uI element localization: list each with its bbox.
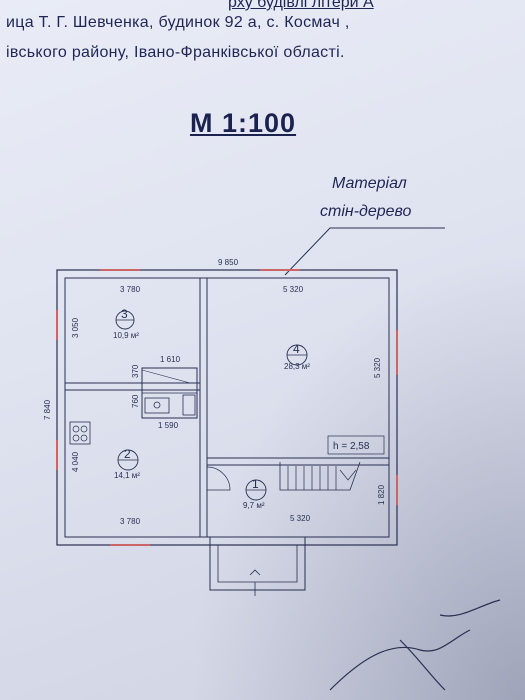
room-area: 14,1 м² <box>114 471 140 480</box>
region-line: івського району, Івано-Франківської обла… <box>6 44 345 61</box>
room-number: 3 <box>121 307 128 321</box>
room-area: 9,7 м² <box>243 501 265 510</box>
dim-room4-width: 5 320 <box>283 285 304 294</box>
material-label: Матеріал <box>332 175 407 192</box>
dim-1590: 1 590 <box>158 421 179 430</box>
entrance-porch <box>209 537 306 596</box>
ceiling-height: h = 2,58 <box>333 441 370 452</box>
dim-total-height: 7 840 <box>43 399 52 420</box>
room-number: 2 <box>124 447 131 461</box>
header-title-fragment: рху будівлі літери А <box>228 0 374 11</box>
door-swing <box>206 466 231 491</box>
dim-room2-width: 3 780 <box>120 517 141 526</box>
room-marker-2: 2 14,1 м² <box>114 447 140 480</box>
material-leader-line <box>284 227 445 276</box>
dim-room3-width: 3 780 <box>120 285 141 294</box>
signature <box>329 599 501 691</box>
room-marker-1: 1 9,7 м² <box>243 477 267 510</box>
dim-total-width: 9 850 <box>218 258 239 267</box>
outer-wall-outer <box>56 269 398 546</box>
dim-room1-height: 1 820 <box>377 484 386 505</box>
room-marker-3: 3 10,9 м² <box>113 307 139 340</box>
dim-room4-height: 5 320 <box>373 357 382 378</box>
dim-room2-height: 4 040 <box>71 451 80 472</box>
dim-1610: 1 610 <box>160 355 181 364</box>
dim-760: 760 <box>131 394 140 408</box>
room-number: 4 <box>293 342 300 356</box>
room-area: 10,9 м² <box>113 331 139 340</box>
room-number: 1 <box>252 477 259 491</box>
address-line: ица Т. Г. Шевченка, будинок 92 а, с. Кос… <box>6 14 350 31</box>
outer-wall-inner <box>64 277 390 538</box>
staircase-icon <box>279 461 361 491</box>
sink-fixture <box>144 397 170 414</box>
room-area: 28,3 м² <box>284 362 310 371</box>
cooktop-icon <box>69 421 91 445</box>
ceiling-height-box <box>327 435 385 455</box>
room-marker-4: 4 28,3 м² <box>284 342 310 371</box>
scale-label: М 1:100 <box>190 108 297 138</box>
dim-room1-width: 5 320 <box>290 514 311 523</box>
dim-370: 370 <box>131 364 140 378</box>
material-value: стін-дерево <box>320 203 412 220</box>
dim-room3-height: 3 050 <box>71 317 80 338</box>
